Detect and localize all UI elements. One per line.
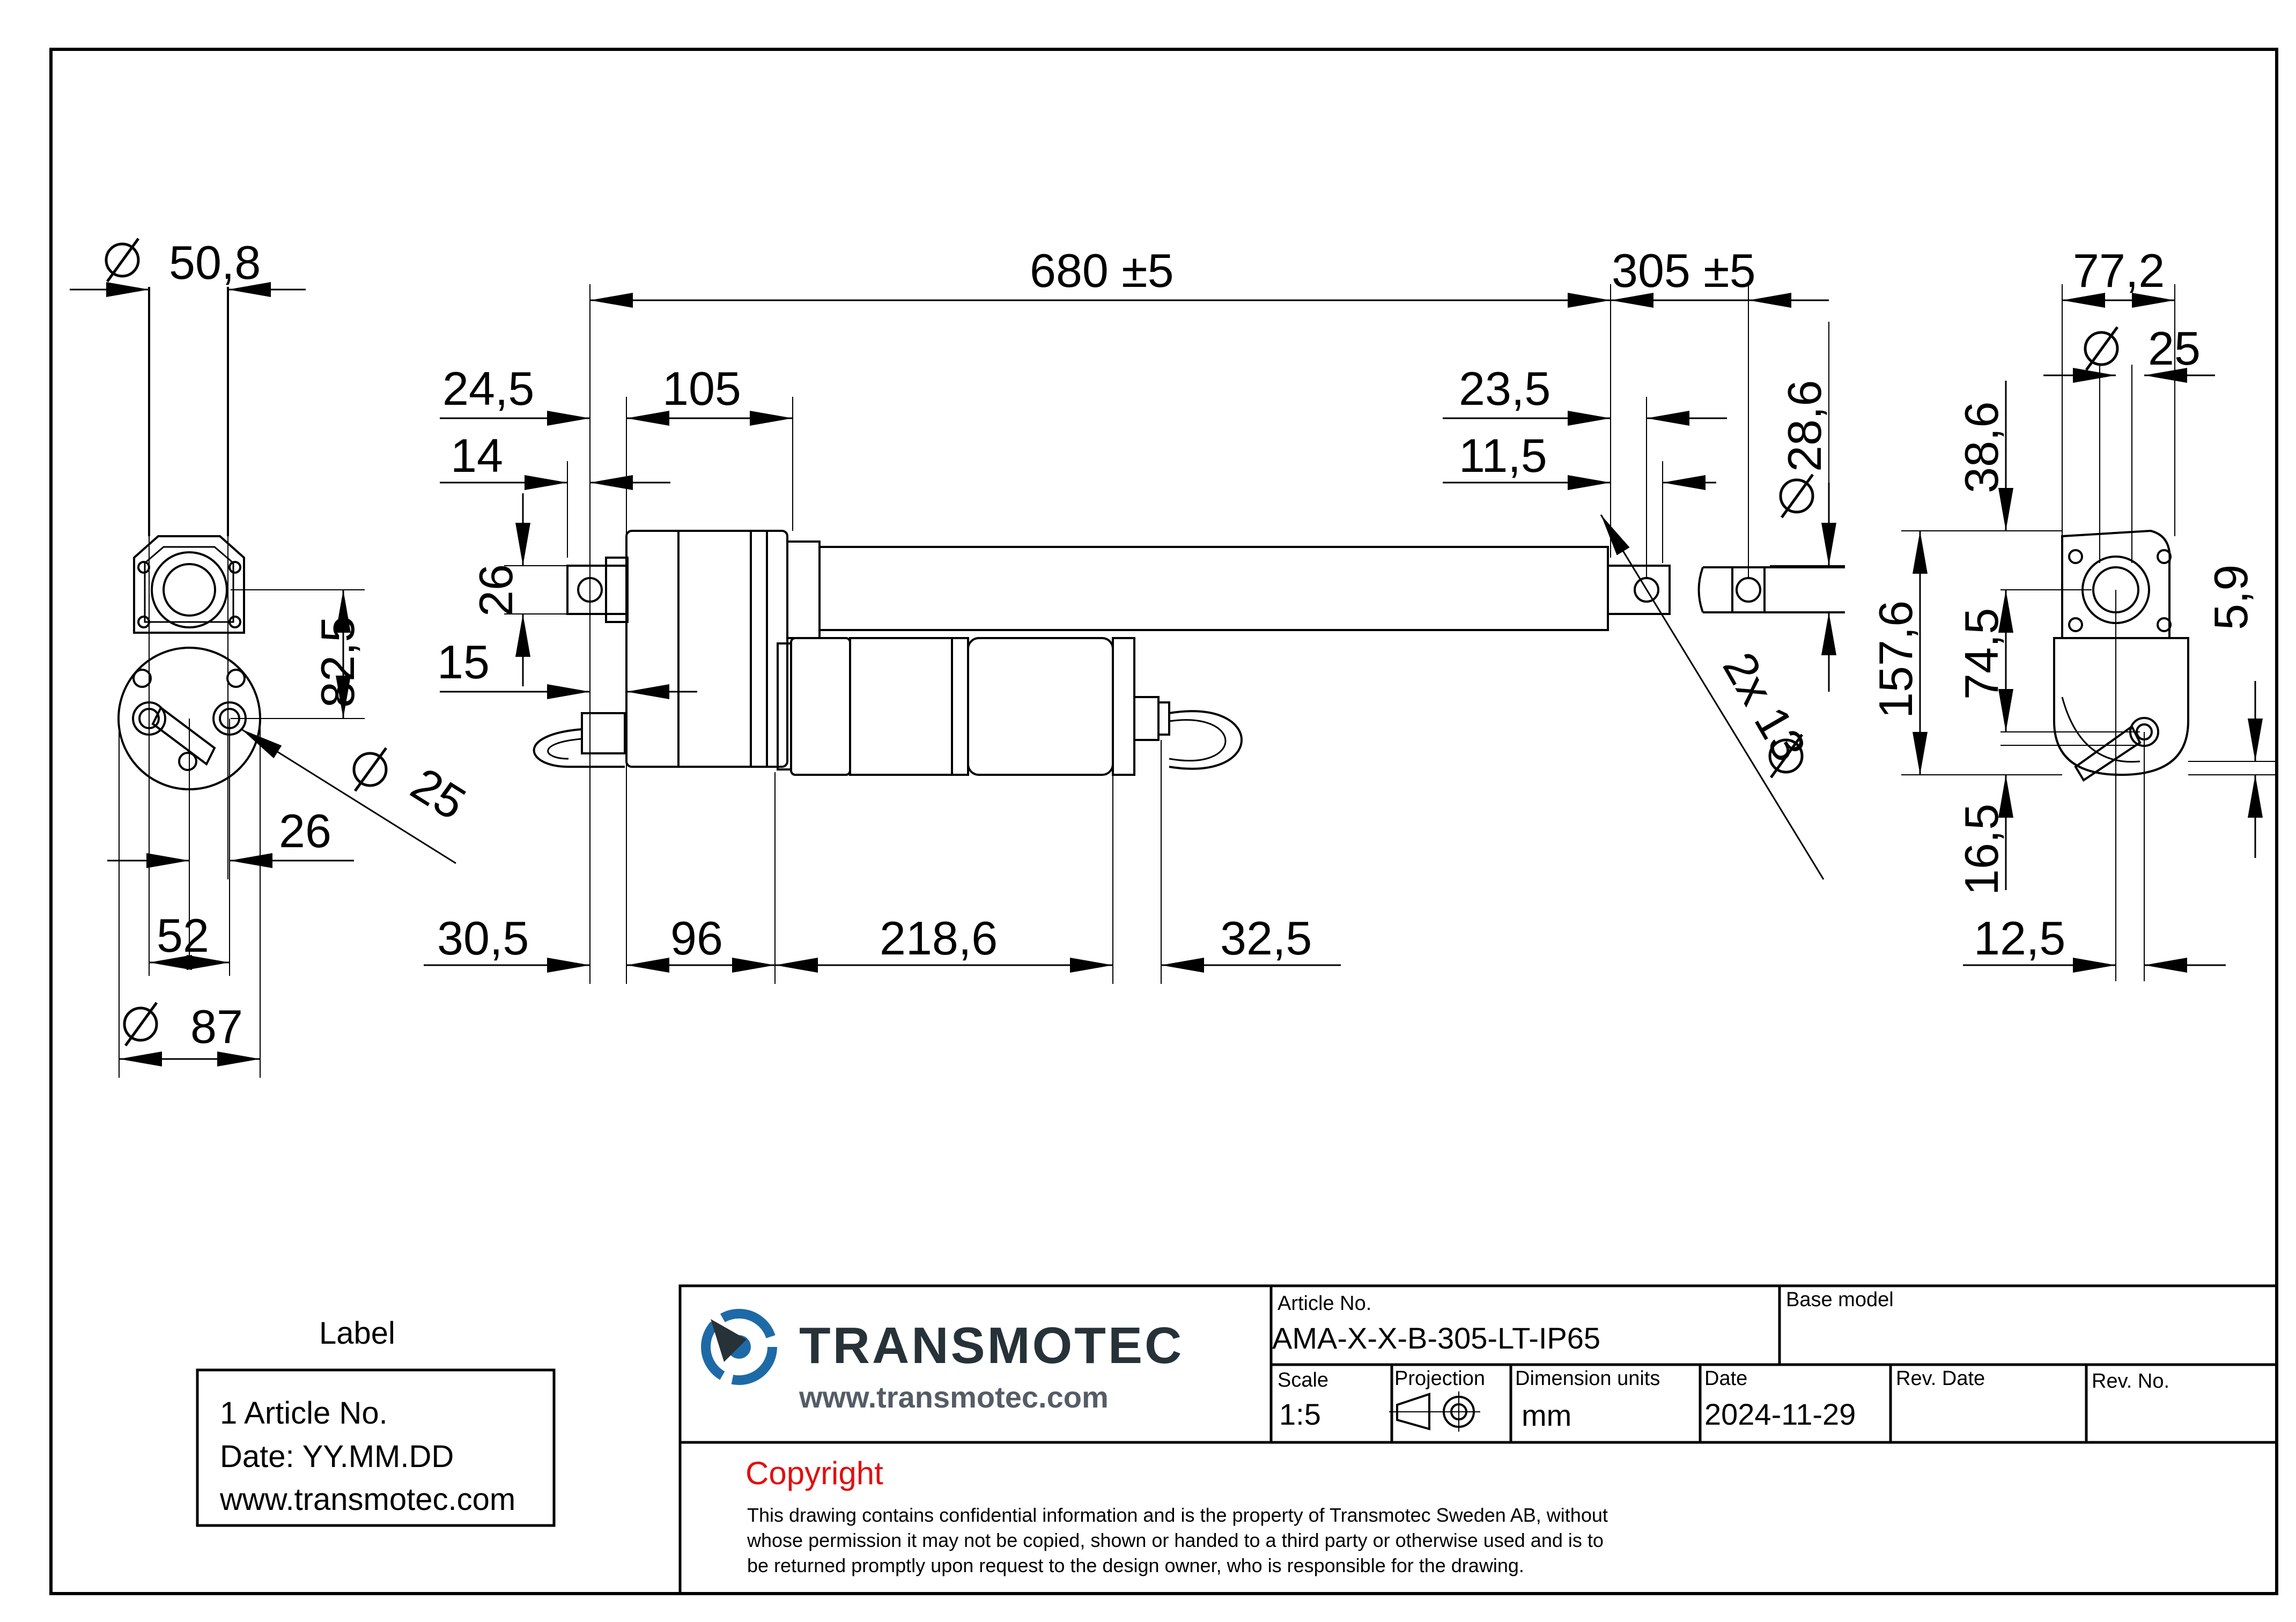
copyright-title: Copyright — [745, 1455, 883, 1491]
dimension-units-value: mm — [1522, 1398, 1572, 1432]
copyright-line-3: be returned promptly upon request to the… — [747, 1554, 1524, 1576]
scale-value: 1:5 — [1279, 1397, 1321, 1431]
right-view-dimension-lines — [1913, 293, 2263, 973]
dim-16-5: 16,5 — [1955, 804, 2008, 895]
label-line-date: Date: YY.MM.DD — [220, 1439, 454, 1474]
dim-12-5: 12,5 — [1974, 912, 2065, 965]
company-logo-text: TRANSMOTEC — [799, 1317, 1184, 1374]
dim-74-5: 74,5 — [1955, 608, 2008, 700]
side-view-dimension-lines — [424, 293, 1836, 973]
side-view-extension-lines — [504, 284, 1845, 984]
dim-14: 14 — [451, 429, 503, 482]
dim-28-6: 28,6 — [1778, 380, 1831, 472]
dim-105: 105 — [662, 362, 741, 415]
dim-25-right: 25 — [2148, 322, 2201, 375]
dim-38-6: 38,6 — [1955, 402, 2008, 493]
article-no-label: Article No. — [1278, 1292, 1372, 1315]
dim-96: 96 — [670, 912, 723, 965]
diameter-symbols — [105, 238, 2119, 1047]
dim-hole: 2x 13 — [1713, 643, 1817, 770]
right-view-extension-lines — [1901, 284, 2277, 981]
dim-tube-diameter: 50,8 — [169, 236, 261, 289]
projection-label: Projection — [1394, 1367, 1485, 1390]
left-view-dimension-lines — [70, 282, 456, 1066]
dim-stroke-length: 680 ±5 — [1030, 244, 1174, 297]
date-label: Date — [1704, 1367, 1748, 1390]
copyright-line-2: whose permission it may not be copied, s… — [747, 1529, 1604, 1551]
rev-no-label: Rev. No. — [2092, 1370, 2170, 1393]
dim-77-2: 77,2 — [2073, 244, 2165, 297]
transmotec-logo-icon — [701, 1309, 777, 1385]
dim-30-5: 30,5 — [437, 912, 529, 965]
label-box — [196, 1368, 556, 1527]
dim-11-5: 11,5 — [1459, 429, 1547, 482]
scale-label: Scale — [1278, 1369, 1329, 1391]
base-model-label: Base model — [1786, 1288, 1894, 1311]
dim-87: 87 — [190, 1000, 243, 1053]
dim-5-9: 5,9 — [2204, 565, 2257, 630]
rev-date-label: Rev. Date — [1896, 1367, 1985, 1390]
dim-26-rear: 26 — [469, 564, 522, 617]
article-no-value: AMA-X-X-B-305-LT-IP65 — [1272, 1321, 1601, 1355]
label-line-website: www.transmotec.com — [220, 1482, 516, 1517]
dim-stroke: 305 ±5 — [1612, 244, 1756, 297]
dimension-texts: 50,8 680 ±5 305 ±5 24,5 105 14 26 15 82,… — [157, 236, 2257, 1053]
date-value: 2024-11-29 — [1704, 1397, 1856, 1431]
company-website[interactable]: www.transmotec.com — [799, 1380, 1109, 1414]
copyright-line-1: This drawing contains confidential infor… — [747, 1504, 1608, 1526]
dim-218-6: 218,6 — [880, 912, 998, 965]
dim-82-5: 82,5 — [311, 616, 364, 708]
dim-15: 15 — [437, 635, 490, 688]
dim-23-5: 23,5 — [1459, 362, 1551, 415]
dim-32-5: 32,5 — [1220, 912, 1312, 965]
left-end-view — [117, 287, 365, 1078]
label-box-title: Label — [319, 1316, 395, 1351]
dim-157-6: 157,6 — [1869, 601, 1922, 719]
dim-25-pin: 25 — [402, 757, 475, 830]
right-end-view — [2053, 529, 2189, 782]
projection-symbol-icon — [1389, 1391, 1480, 1432]
title-block-grid — [678, 1284, 2278, 1595]
actuator-side-view — [533, 530, 1845, 776]
label-line-article: 1 Article No. — [220, 1396, 388, 1431]
dim-24-5: 24,5 — [442, 362, 534, 415]
dim-26-motor: 26 — [279, 804, 331, 857]
dim-52: 52 — [157, 909, 209, 962]
dimension-units-label: Dimension units — [1515, 1367, 1660, 1390]
